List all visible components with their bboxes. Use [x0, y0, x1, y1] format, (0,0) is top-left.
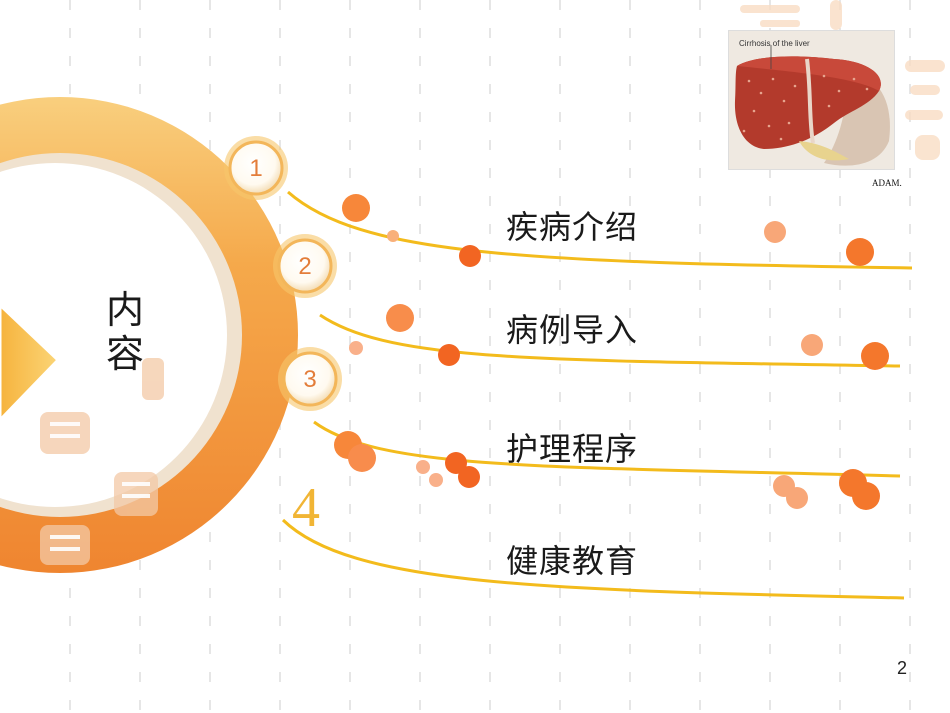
- arrow-wedge-icon: [0, 302, 61, 423]
- line-1: [287, 190, 913, 270]
- seal-watermark-icon: [740, 0, 945, 160]
- liver-illustration: Cirrhosis of the liver: [728, 30, 895, 170]
- image-credit: ADAM.: [872, 178, 902, 188]
- page-number: 2: [897, 658, 908, 678]
- slide-title: 内容: [100, 288, 150, 376]
- line-2: [319, 313, 901, 368]
- toc-item-4[interactable]: 健康教育: [506, 542, 639, 580]
- item-number-4: 4: [292, 477, 320, 539]
- badge-number-2: 2: [298, 253, 311, 280]
- badge-1: [224, 136, 288, 200]
- image-caption: Cirrhosis of the liver: [739, 39, 810, 48]
- toc-item-3[interactable]: 护理程序: [506, 430, 639, 468]
- badge-number-3: 3: [303, 366, 316, 393]
- badge-number-1: 1: [249, 155, 262, 182]
- badge-3: [278, 347, 342, 411]
- orange-dots: [334, 194, 889, 510]
- toc-item-2[interactable]: 病例导入: [506, 311, 639, 349]
- line-4: [281, 518, 905, 600]
- badge-2: [273, 234, 337, 298]
- background-dash-grid: [69, 0, 911, 713]
- slide-title-text: 内容: [105, 288, 144, 376]
- toc-item-1[interactable]: 疾病介绍: [506, 208, 639, 246]
- liver-icon: [729, 31, 894, 169]
